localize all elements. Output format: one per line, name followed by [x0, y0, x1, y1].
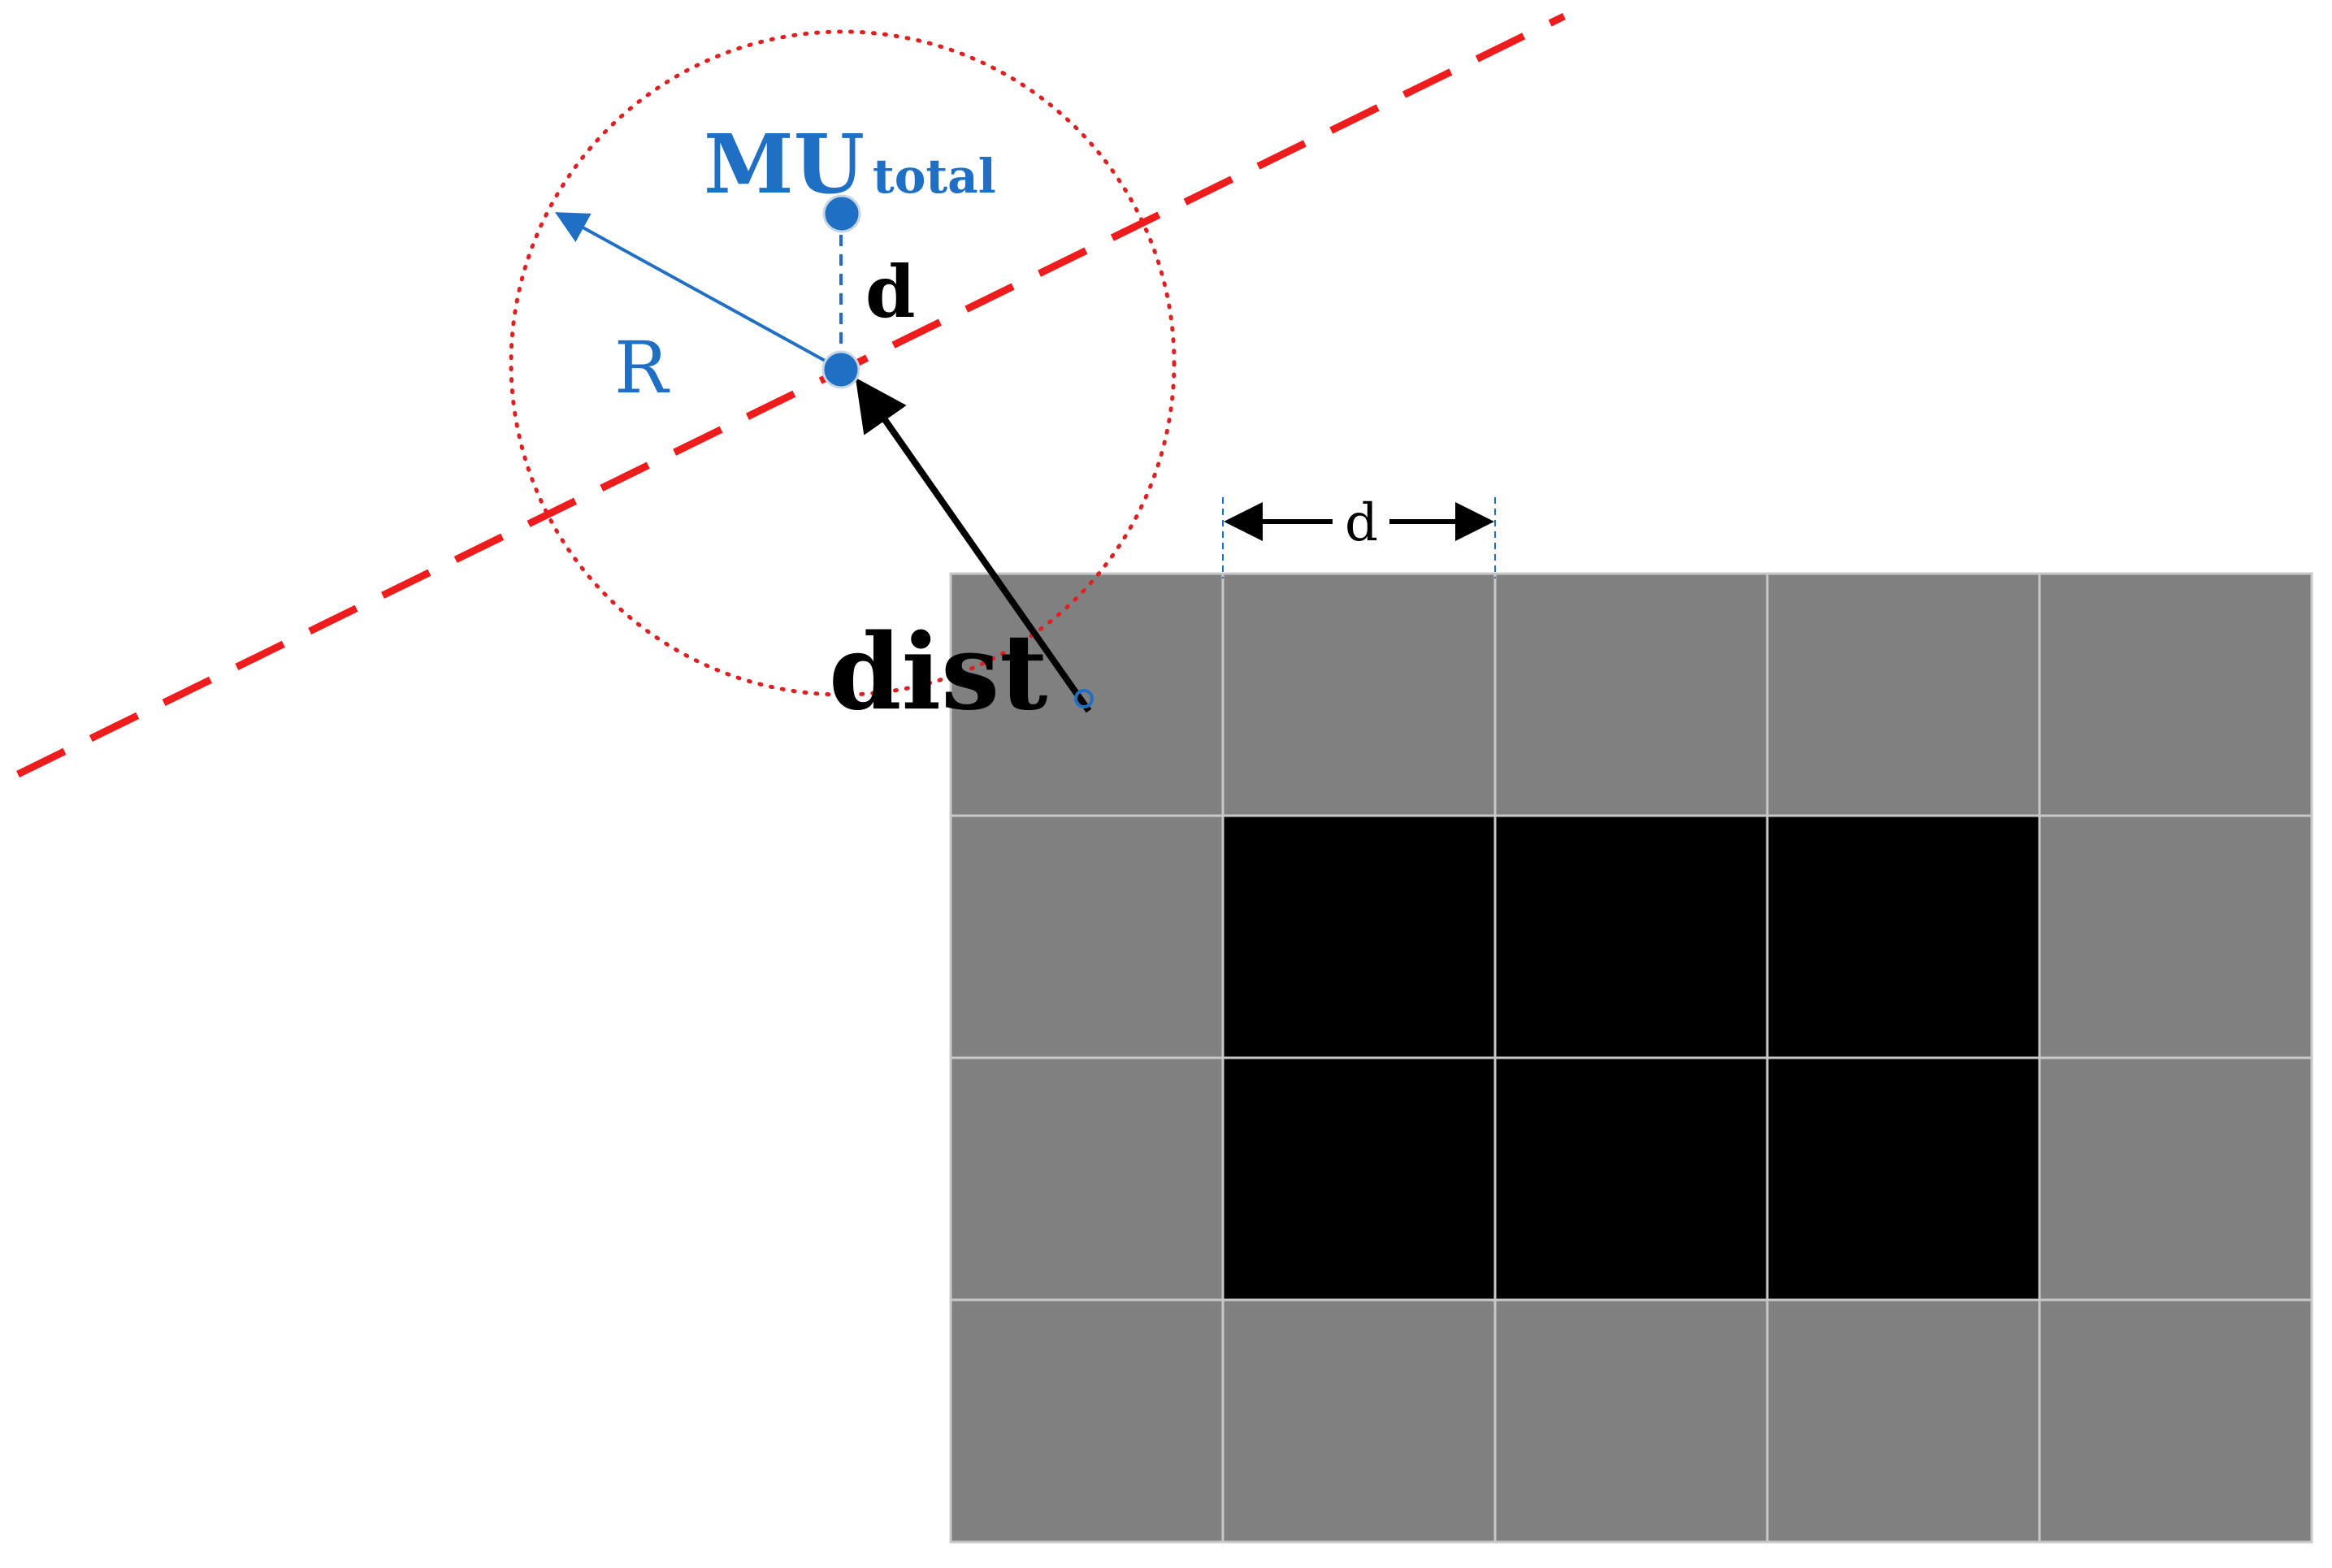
grid-cell-gray [2038, 814, 2313, 1059]
grid-cell-black [1766, 814, 2041, 1059]
dashed-red-line [16, 12, 1566, 778]
radius-arrow [554, 212, 838, 369]
grid-cell-gray [2038, 1298, 2313, 1544]
grid-cell-gray [1221, 572, 1497, 817]
grid-cell-black [1766, 1056, 2041, 1302]
dist-label: dist [829, 612, 1047, 734]
grid-cell-gray [1493, 572, 1769, 817]
grid-cell-black [1221, 1056, 1497, 1302]
dist-arrow [855, 377, 1092, 713]
grid-cell-gray [949, 572, 1225, 817]
grid-cell-gray [2038, 572, 2313, 817]
pixel-grid [949, 572, 2313, 1544]
grid-cell-black [1493, 1056, 1769, 1302]
pixel-point [1074, 689, 1094, 708]
grid-cell-gray [1493, 1298, 1769, 1544]
grid-cell-black [1221, 814, 1497, 1059]
grid-cell-gray [1221, 1298, 1497, 1544]
grid-cell-gray [949, 1298, 1225, 1544]
d-vertical-label: d [865, 249, 916, 334]
radius-circle [509, 29, 1177, 697]
d-spacing-label: d [1345, 493, 1378, 553]
grid-cell-gray [1766, 1298, 2041, 1544]
mu-total-point [822, 194, 861, 233]
grid-cell-black [1493, 814, 1769, 1059]
projection-point [821, 350, 860, 389]
grid-cell-gray [949, 814, 1225, 1059]
grid-cell-gray [1766, 572, 2041, 817]
radius-label: R [614, 326, 670, 409]
grid-cell-gray [2038, 1056, 2313, 1302]
grid-cell-gray [949, 1056, 1225, 1302]
